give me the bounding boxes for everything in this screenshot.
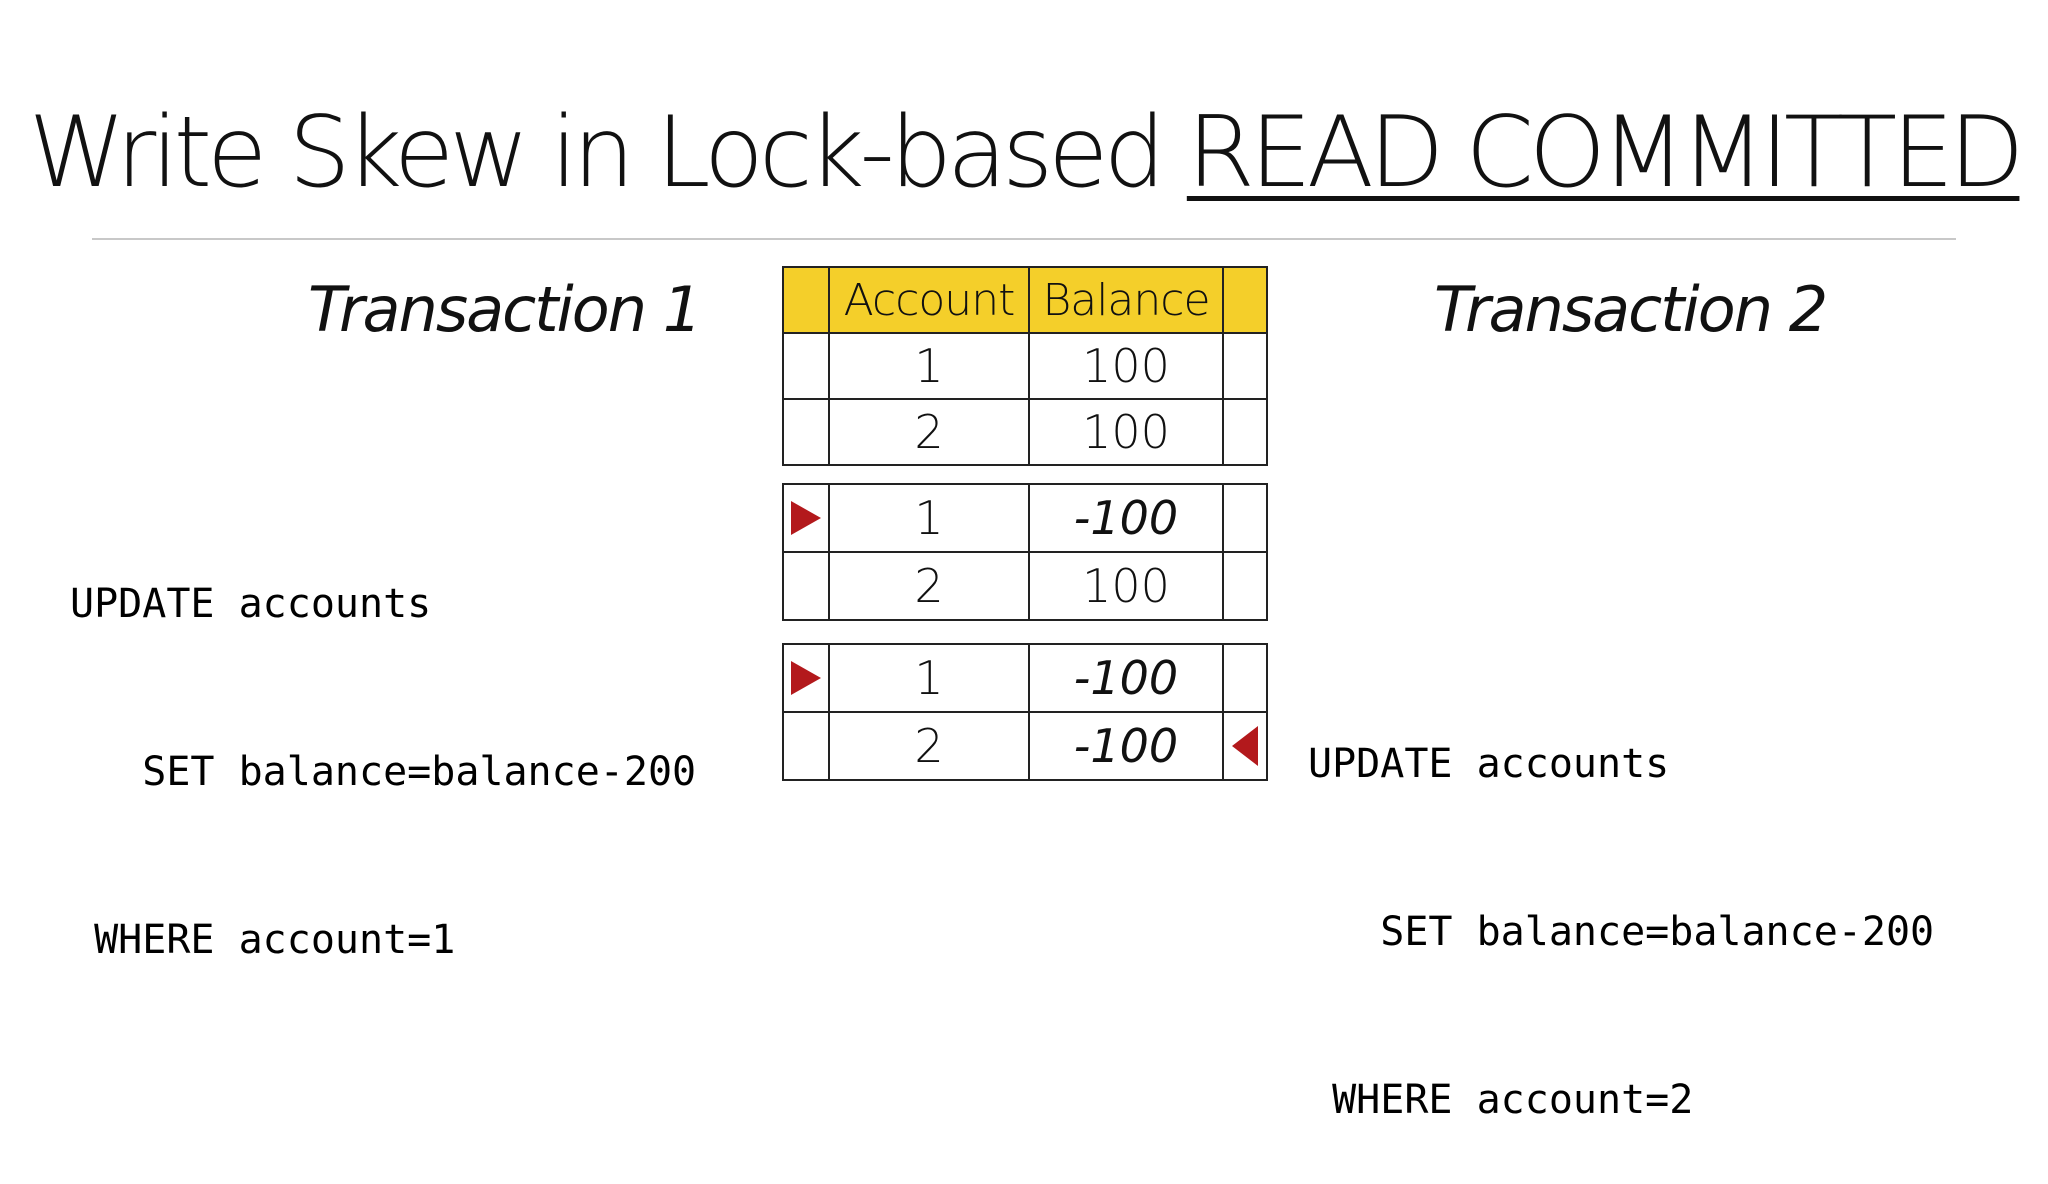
accounts-table-after-txn2: 1 -100 2 -100 — [782, 643, 1268, 781]
table-row: 2 100 — [784, 551, 1266, 619]
table-row: 1 -100 — [784, 645, 1266, 711]
transaction-2-sql: UPDATE accounts SET balance=balance-200 … — [1308, 624, 1934, 1184]
accounts-table-initial: Account Balance 1 100 2 100 — [782, 266, 1268, 466]
column-header-account: Account — [828, 268, 1028, 332]
sql-line: SET balance=balance-200 — [70, 749, 697, 795]
marker-cell — [1222, 400, 1266, 464]
marker-cell — [784, 553, 828, 619]
balance-cell: -100 — [1028, 645, 1222, 711]
account-cell: 2 — [828, 400, 1028, 464]
marker-cell — [784, 485, 828, 551]
marker-cell — [784, 334, 828, 398]
table-row: 2 -100 — [784, 711, 1266, 779]
marker-cell — [784, 268, 828, 332]
title-emphasis: READ COMMITTED — [1186, 96, 2025, 210]
sql-line: SET balance=balance-200 — [1308, 909, 1935, 955]
transaction-2-heading: Transaction 2 — [1434, 273, 1828, 346]
account-cell: 1 — [828, 334, 1028, 398]
marker-cell — [1222, 645, 1266, 711]
marker-cell — [784, 400, 828, 464]
account-cell: 1 — [828, 645, 1028, 711]
accounts-table-after-txn1: 1 -100 2 100 — [782, 483, 1268, 621]
marker-cell — [1222, 713, 1266, 779]
account-cell: 1 — [828, 485, 1028, 551]
marker-cell — [1222, 334, 1266, 398]
balance-cell: 100 — [1028, 334, 1222, 398]
balance-cell: 100 — [1028, 553, 1222, 619]
balance-cell: -100 — [1028, 485, 1222, 551]
sql-line: WHERE account=2 — [1308, 1077, 1694, 1123]
title-divider — [92, 238, 1956, 240]
title-prefix: Write Skew in Lock-based — [28, 96, 1187, 210]
balance-cell: 100 — [1028, 400, 1222, 464]
sql-line: UPDATE accounts — [70, 581, 432, 627]
sql-line: UPDATE accounts — [1308, 741, 1670, 787]
table-row: 1 -100 — [784, 485, 1266, 551]
arrow-right-icon — [791, 501, 821, 535]
marker-cell — [1222, 553, 1266, 619]
slide-title: Write Skew in Lock-based READ COMMITTED — [0, 88, 2048, 218]
arrow-right-icon — [791, 661, 821, 695]
balance-cell: -100 — [1028, 713, 1222, 779]
arrow-left-icon — [1232, 726, 1258, 766]
account-cell: 2 — [828, 713, 1028, 779]
transaction-1-sql: UPDATE accounts SET balance=balance-200 … — [70, 464, 696, 1024]
table-row: 1 100 — [784, 332, 1266, 398]
marker-cell — [784, 645, 828, 711]
sql-line: WHERE account=1 — [70, 917, 456, 963]
marker-cell — [1222, 268, 1266, 332]
table-header-row: Account Balance — [784, 268, 1266, 332]
table-row: 2 100 — [784, 398, 1266, 464]
transaction-1-heading: Transaction 1 — [308, 273, 702, 346]
marker-cell — [1222, 485, 1266, 551]
marker-cell — [784, 713, 828, 779]
column-header-balance: Balance — [1028, 268, 1222, 332]
account-cell: 2 — [828, 553, 1028, 619]
